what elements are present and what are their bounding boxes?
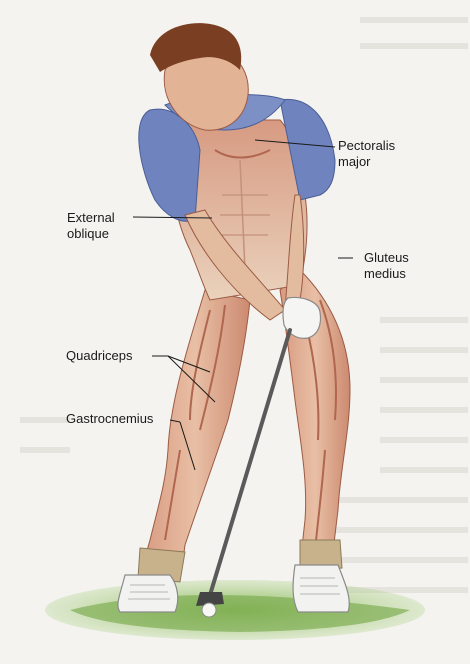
- label-external-line2: oblique: [67, 226, 115, 242]
- label-quadriceps: Quadriceps: [66, 348, 132, 364]
- label-gastrocnemius: Gastrocnemius: [66, 411, 153, 427]
- label-external-oblique: External oblique: [67, 210, 115, 242]
- label-gluteus-line2: medius: [364, 266, 409, 282]
- label-gluteus-medius: Gluteus medius: [364, 250, 409, 282]
- golf-shoe-icon: [118, 575, 178, 612]
- label-pectoralis-line1: Pectoralis: [338, 138, 395, 154]
- left-leg: [140, 290, 250, 580]
- label-pectoralis-major: Pectoralis major: [338, 138, 395, 170]
- label-gluteus-line1: Gluteus: [364, 250, 409, 266]
- label-gastrocnemius-text: Gastrocnemius: [66, 411, 153, 427]
- label-pectoralis-line2: major: [338, 154, 395, 170]
- label-external-line1: External: [67, 210, 115, 226]
- label-quadriceps-text: Quadriceps: [66, 348, 132, 364]
- golf-ball-icon: [202, 603, 216, 617]
- golf-shoe-icon-right: [293, 565, 349, 612]
